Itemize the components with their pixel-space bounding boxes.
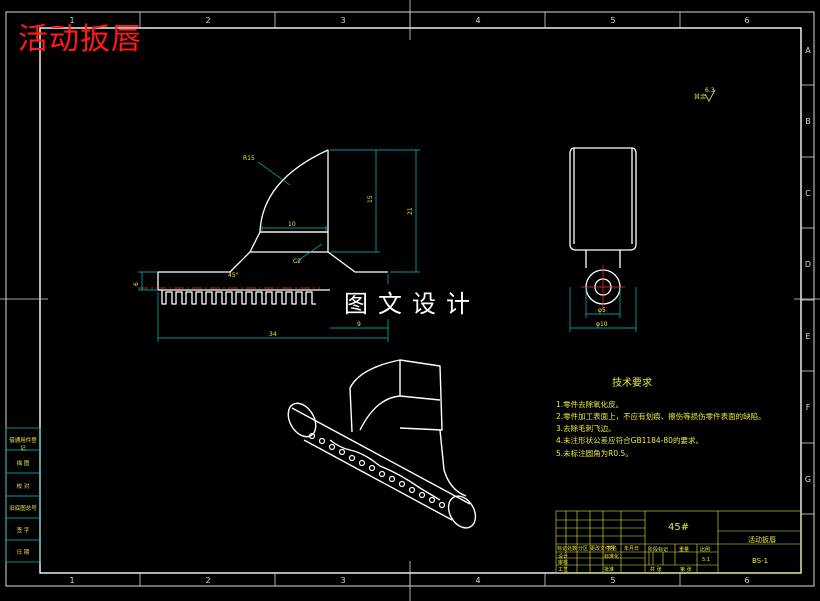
zone-number: 5 bbox=[610, 576, 615, 585]
tb-row-label: 处数 bbox=[567, 546, 578, 552]
title-block-lines bbox=[555, 510, 802, 574]
tb-ratio: 比例 bbox=[700, 547, 711, 553]
tech-req-item: 2.零件加工表面上，不应有划痕、擦伤等损伤零件表面的缺陷。 bbox=[556, 412, 766, 421]
inner-border bbox=[39, 27, 802, 574]
tech-req-item: 3.去除毛刺飞边。 bbox=[556, 424, 616, 433]
svg-text:6.3: 6.3 bbox=[705, 87, 715, 94]
zone-number: 5 bbox=[610, 16, 615, 25]
tb-row-label: 签名 bbox=[607, 546, 618, 552]
zone-number: 2 bbox=[205, 16, 210, 25]
tb-weight: 重量 bbox=[679, 547, 690, 553]
part-name: 活动扳唇 bbox=[748, 536, 776, 544]
drawing-number: BS-1 bbox=[752, 557, 769, 565]
tech-req-title: 技术要求 bbox=[612, 378, 652, 389]
zone-letter: B bbox=[805, 117, 811, 126]
tb-designer: 设计 bbox=[558, 554, 569, 560]
dim-9: 9 bbox=[357, 321, 361, 328]
material-label: 45# bbox=[668, 522, 690, 533]
tb-approve: 批准 bbox=[604, 567, 615, 573]
tb-row-label: 标记 bbox=[557, 546, 568, 552]
dim-10: 10 bbox=[288, 221, 296, 228]
overlay-banner: 图文设计 bbox=[340, 284, 484, 319]
zone-letter: A bbox=[805, 46, 811, 55]
tb-process: 工艺 bbox=[558, 567, 569, 573]
front-view: R15 10 15 21 C2 6 34 9 45° bbox=[133, 149, 420, 342]
zone-number: 6 bbox=[744, 576, 749, 585]
zone-number: 3 bbox=[340, 576, 345, 585]
left-table-cell: 旧底图总号 bbox=[9, 506, 37, 512]
tb-standard: 标准化 bbox=[604, 554, 620, 560]
zone-letter: C bbox=[805, 189, 811, 198]
left-table-cell: 借通用件登记 bbox=[9, 438, 37, 452]
tb-row-label: 年月日 bbox=[624, 546, 640, 552]
zone-letter: D bbox=[805, 260, 811, 269]
tb-sheet-total: 共 张 bbox=[650, 567, 662, 573]
tb-row-label: 更改文件号 bbox=[590, 546, 616, 552]
zone-number: 6 bbox=[744, 16, 749, 25]
tb-row-label: 分区 bbox=[578, 546, 589, 552]
zone-letter: F bbox=[806, 403, 811, 412]
dim-15: 15 bbox=[367, 195, 374, 203]
left-table-cell: 签 字 bbox=[16, 528, 30, 534]
zone-number: 4 bbox=[475, 576, 480, 585]
zone-number: 1 bbox=[69, 576, 74, 585]
scale-value: 5:1 bbox=[702, 557, 711, 563]
left-table-cell: 校 对 bbox=[16, 484, 30, 490]
zone-number: 2 bbox=[205, 576, 210, 585]
tech-req-item: 1.零件去除氧化皮。 bbox=[556, 400, 624, 409]
zone-letter: G bbox=[805, 475, 811, 484]
dim-phi5: φ5 bbox=[598, 307, 606, 314]
dim-6: 6 bbox=[133, 282, 140, 286]
zone-letter: E bbox=[805, 332, 810, 341]
dim-34: 34 bbox=[269, 331, 277, 338]
left-table-cell: 日 期 bbox=[16, 550, 30, 556]
isometric-view bbox=[287, 359, 477, 529]
zone-number: 1 bbox=[69, 16, 74, 25]
tb-stage: 阶段标记 bbox=[648, 547, 669, 553]
dim-phi10: φ10 bbox=[596, 321, 608, 328]
dim-45deg: 45° bbox=[228, 272, 239, 279]
tech-req-item: 5.未标注圆角为R0.5。 bbox=[556, 449, 633, 458]
tb-sheet-no: 第 张 bbox=[680, 567, 692, 573]
left-table-lines bbox=[5, 427, 41, 563]
zone-number: 3 bbox=[340, 16, 345, 25]
tb-check: 审核 bbox=[558, 560, 569, 566]
left-table-cell: 描 图 bbox=[16, 461, 30, 467]
side-view: φ5 φ10 bbox=[569, 147, 637, 332]
svg-text:其余: 其余 bbox=[694, 93, 706, 101]
surface-roughness-note: 其余 6.3 bbox=[694, 87, 716, 102]
dim-r15: R15 bbox=[243, 155, 255, 162]
watermark-title: 活动扳唇 bbox=[18, 22, 142, 57]
tech-req-item: 4.未注形状公差应符合GB1184-80的要求。 bbox=[556, 436, 703, 445]
zone-number: 4 bbox=[475, 16, 480, 25]
dim-21: 21 bbox=[407, 207, 414, 215]
dim-c2: C2 bbox=[293, 258, 301, 265]
